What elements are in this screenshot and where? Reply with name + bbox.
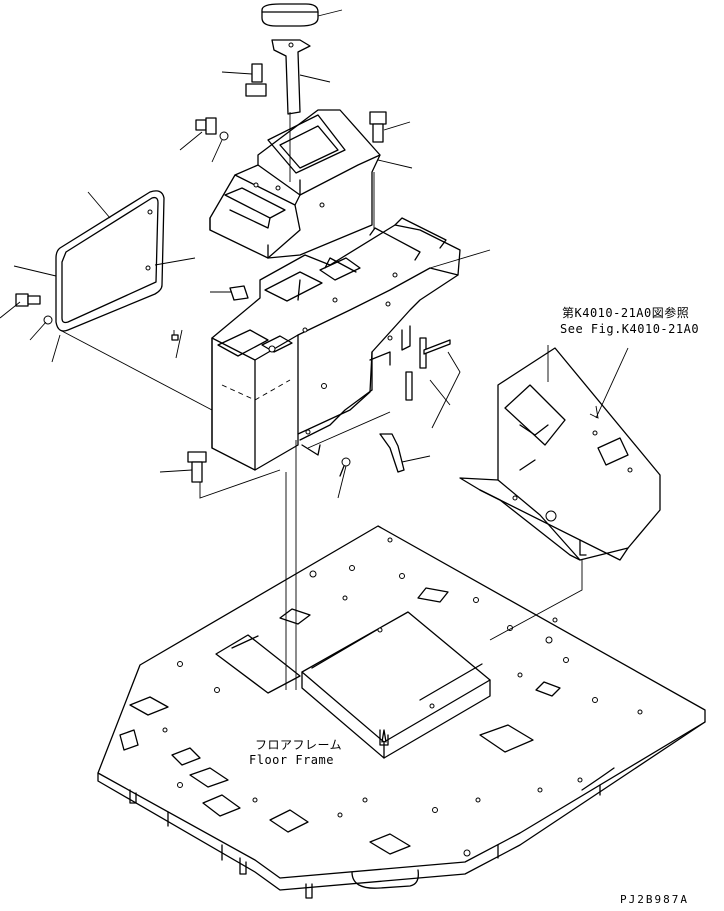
bolt-top-left [245, 63, 267, 97]
floor-frame-label-en: Floor Frame [249, 753, 334, 767]
small-pin-left [171, 334, 179, 341]
stud-pin [339, 457, 351, 477]
console-cover [209, 109, 381, 259]
center-box-bracket [301, 611, 491, 759]
bolt-bottom-left [187, 451, 207, 483]
bolt-top-right [369, 111, 387, 143]
clip-small [229, 285, 249, 301]
spacer-pins [405, 337, 451, 401]
bolt-left-lower [15, 293, 53, 325]
reference-note-en: See Fig.K4010-21A0 [560, 322, 700, 336]
rear-bracket-panel [459, 347, 661, 561]
leader-lines [0, 9, 629, 690]
console-frame [211, 217, 461, 471]
drawing-number: PJ2B987A [620, 893, 689, 906]
arm-bracket [271, 39, 311, 115]
side-panel-cover [55, 190, 165, 332]
bolt-left-upper [195, 117, 229, 141]
lever-pin [379, 433, 405, 473]
reference-note-jp: 第K4010-21A0図参照 [562, 306, 690, 320]
floor-frame-label-jp: フロアフレーム [255, 738, 343, 752]
arm-rest-pad [261, 3, 319, 27]
floor-frame-holes [162, 537, 643, 857]
